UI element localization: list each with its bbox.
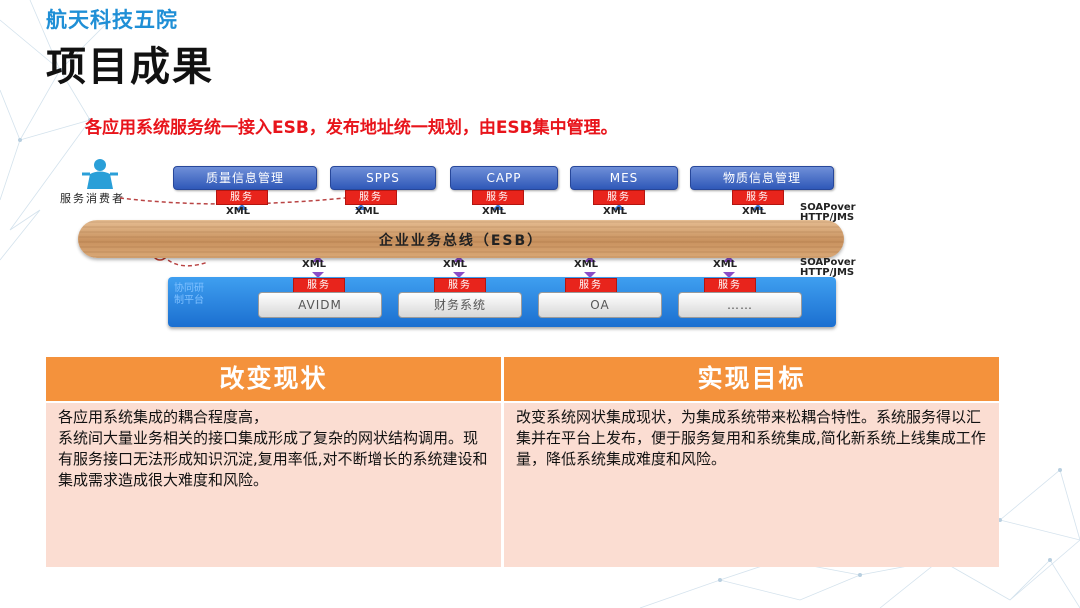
service-tag: 服务 <box>593 190 645 205</box>
organization-name: 航天科技五院 <box>46 8 178 32</box>
system-avidm: AVIDM <box>258 292 382 318</box>
platform-label: 协同研制平台 <box>174 283 204 306</box>
xml-label: XML <box>226 206 251 217</box>
header-target-goal: 实现目标 <box>504 357 999 401</box>
page-title: 项目成果 <box>46 44 214 90</box>
xml-label: XML <box>713 259 738 270</box>
service-consumer-icon <box>82 159 118 189</box>
xml-label: XML <box>443 259 468 270</box>
service-tag: 服务 <box>704 278 756 293</box>
esb-bus: 企业业务总线（ESB） <box>78 220 844 258</box>
system-finance: 财务系统 <box>398 292 522 318</box>
service-tag: 服务 <box>434 278 486 293</box>
xml-label: XML <box>302 259 327 270</box>
xml-label: XML <box>482 206 507 217</box>
xml-label: XML <box>603 206 628 217</box>
xml-label: XML <box>742 206 767 217</box>
xml-label: XML <box>355 206 380 217</box>
summary-statement: 各应用系统服务统一接入ESB，发布地址统一规划，由ESB集中管理。 <box>85 118 618 138</box>
service-tag: 服务 <box>293 278 345 293</box>
system-spps: SPPS <box>330 166 436 190</box>
service-tag: 服务 <box>732 190 784 205</box>
cell-current-state: 各应用系统集成的耦合程度高， 系统间大量业务相关的接口集成形成了复杂的网状结构调… <box>46 403 501 567</box>
system-material-info: 物质信息管理 <box>690 166 834 190</box>
system-more: …… <box>678 292 802 318</box>
system-quality-info: 质量信息管理 <box>173 166 317 190</box>
comparison-table: 改变现状 实现目标 各应用系统集成的耦合程度高， 系统间大量业务相关的接口集成形… <box>46 357 999 567</box>
service-tag: 服务 <box>216 190 268 205</box>
header-current-state: 改变现状 <box>46 357 501 401</box>
system-capp: CAPP <box>450 166 558 190</box>
esb-label: 企业业务总线（ESB） <box>378 233 544 249</box>
service-tag: 服务 <box>565 278 617 293</box>
system-mes: MES <box>570 166 678 190</box>
service-consumer-label: 服务消费者 <box>60 192 125 205</box>
xml-label: XML <box>574 259 599 270</box>
system-oa: OA <box>538 292 662 318</box>
cell-target-goal: 改变系统网状集成现状，为集成系统带来松耦合特性。系统服务得以汇集并在平台上发布，… <box>504 403 999 567</box>
service-tag: 服务 <box>345 190 397 205</box>
service-tag: 服务 <box>472 190 524 205</box>
